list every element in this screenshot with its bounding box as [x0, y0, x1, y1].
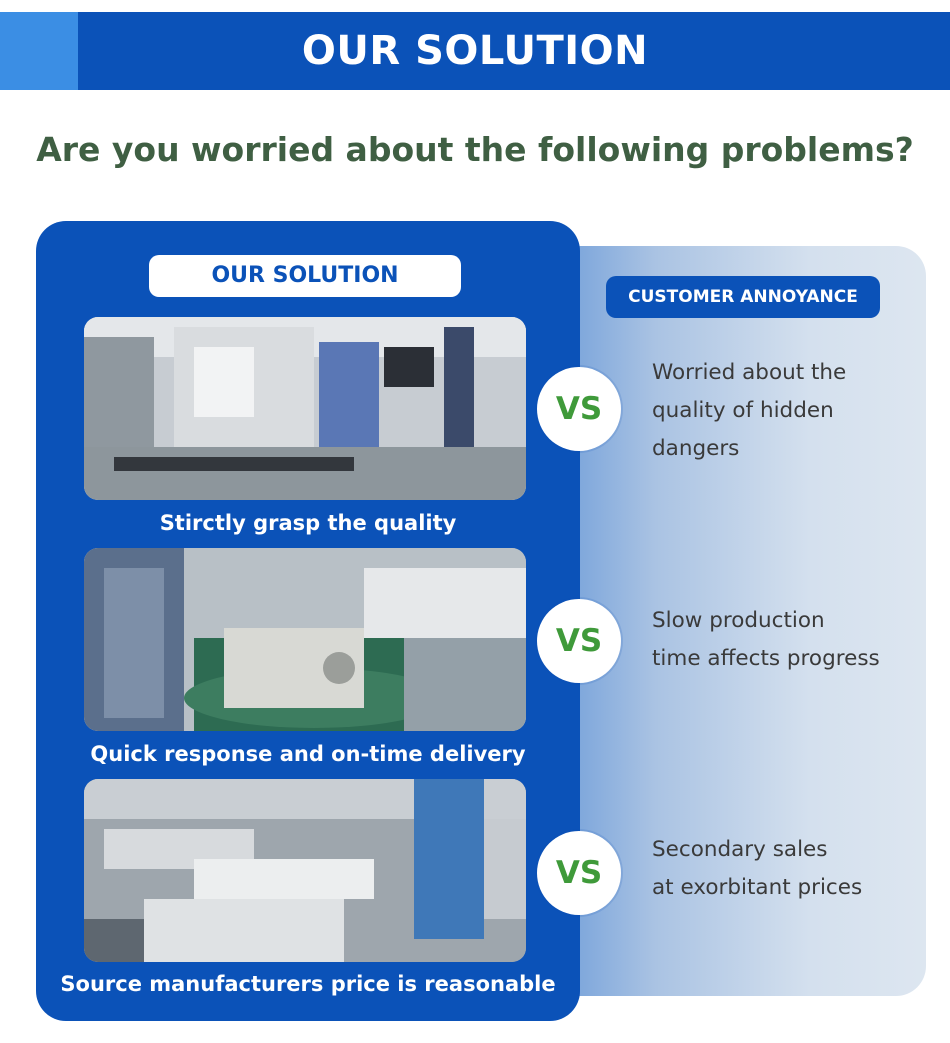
annoyance-line: time affects progress — [652, 646, 880, 671]
annoyance-line: quality of hidden — [652, 398, 834, 423]
assembly-line-photo — [84, 548, 526, 731]
annoyance-line: Worried about the — [652, 360, 847, 385]
annoyance-line: Secondary sales — [652, 837, 828, 862]
vs-badge: VS — [537, 367, 621, 451]
annoyance-line: dangers — [652, 436, 740, 461]
production-floor-photo — [84, 779, 526, 962]
page-headline: Are you worried about the following prob… — [36, 130, 914, 169]
solution-caption: Stirctly grasp the quality — [159, 511, 457, 535]
our-solution-label: OUR SOLUTION — [149, 255, 461, 297]
banner-accent-block — [0, 12, 78, 90]
solution-caption: Source manufacturers price is reasonable — [60, 972, 556, 996]
top-banner: OUR SOLUTION — [0, 12, 950, 90]
annoyance-text: Secondary sales at exorbitant prices — [652, 831, 922, 907]
annoyance-text: Slow production time affects progress — [652, 602, 922, 678]
customer-annoyance-label: CUSTOMER ANNOYANCE — [606, 276, 880, 318]
vs-badge: VS — [537, 831, 621, 915]
factory-machine-photo — [84, 317, 526, 500]
annoyance-line: Slow production — [652, 608, 825, 633]
vs-badge: VS — [537, 599, 621, 683]
annoyance-text: Worried about the quality of hidden dang… — [652, 354, 922, 468]
banner-title: OUR SOLUTION — [301, 28, 649, 74]
annoyance-line: at exorbitant prices — [652, 875, 863, 900]
solution-caption: Quick response and on-time delivery — [90, 742, 526, 766]
